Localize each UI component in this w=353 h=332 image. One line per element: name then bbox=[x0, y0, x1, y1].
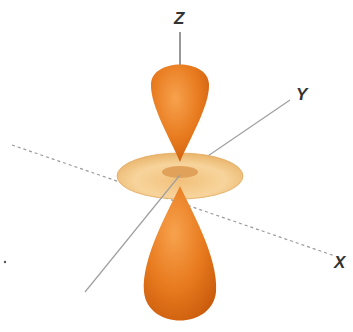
bottom-lobe bbox=[144, 186, 216, 321]
z-axis-label: Z bbox=[174, 10, 184, 27]
x-axis-label: X bbox=[334, 254, 345, 271]
torus-hole bbox=[162, 166, 198, 178]
top-lobe bbox=[151, 65, 209, 163]
dot-mark bbox=[4, 261, 6, 263]
y-axis-label: Y bbox=[296, 86, 307, 103]
